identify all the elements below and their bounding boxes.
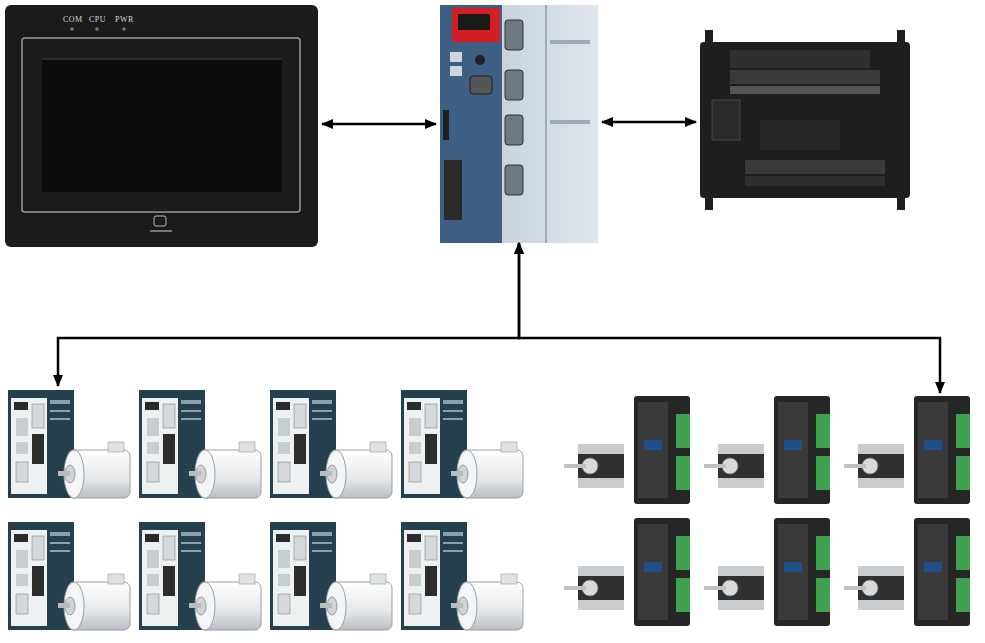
indicator-label: COM [63,15,83,24]
shape-part [700,42,910,198]
shape-part [450,66,462,76]
shape-part [505,165,523,195]
shape-part [505,20,523,50]
shape-part [443,110,449,140]
shape-part [42,58,282,192]
shape-part [401,390,523,498]
servo-group-node [5,386,530,640]
hmi-node: COM CPU PWR [5,5,318,247]
shape-part [444,160,462,220]
indicator-label: PWR [115,15,134,24]
shape-part [8,522,130,630]
shape-part [730,70,880,84]
shape-part [475,55,485,65]
link-arrow [602,121,696,124]
shape-part [458,14,490,30]
shape-part [545,5,547,243]
shape-part [470,76,492,94]
shape-part [450,52,462,62]
shape-part [452,8,500,42]
indicator-label: CPU [89,15,106,24]
shape-part [5,5,318,247]
link-arrow [322,123,436,126]
link-arrow [58,243,519,386]
shape-part [70,27,74,31]
shape-part [704,396,830,504]
shape-part [705,30,713,44]
shape-part [401,522,523,630]
shape-part [139,390,261,498]
shape-part [704,518,830,626]
shape-part [505,115,523,145]
shape-part [440,5,502,243]
hmi-panel [5,5,318,247]
shape-part [897,196,905,210]
shape-part [8,390,130,498]
shape-part [897,30,905,44]
shape-part [440,5,598,243]
shape-part [730,86,880,94]
controller-node [440,5,598,243]
shape-part [270,522,392,630]
shape-part [564,396,690,504]
shape-part [760,120,840,150]
plc-unit [700,30,910,210]
shape-part [712,100,740,140]
motion-controller [440,5,598,243]
stepper-group-node [562,393,980,640]
shape-part [42,58,282,60]
shape-part [154,216,166,226]
shape-part [745,176,885,186]
shape-part [139,522,261,630]
link-arrow [519,243,940,393]
shape-part [705,196,713,210]
shape-part [844,396,970,504]
shape-part [550,120,590,124]
shape-part [730,50,870,68]
shape-part [745,160,885,174]
shape-part [122,27,126,31]
shape-part [564,518,690,626]
shape-part [505,70,523,100]
shape-part [550,40,590,44]
shape-part [150,230,172,232]
plc-node [700,42,910,198]
shape-part [95,27,99,31]
shape-part [844,518,970,626]
shape-part [22,38,300,212]
shape-part [270,390,392,498]
